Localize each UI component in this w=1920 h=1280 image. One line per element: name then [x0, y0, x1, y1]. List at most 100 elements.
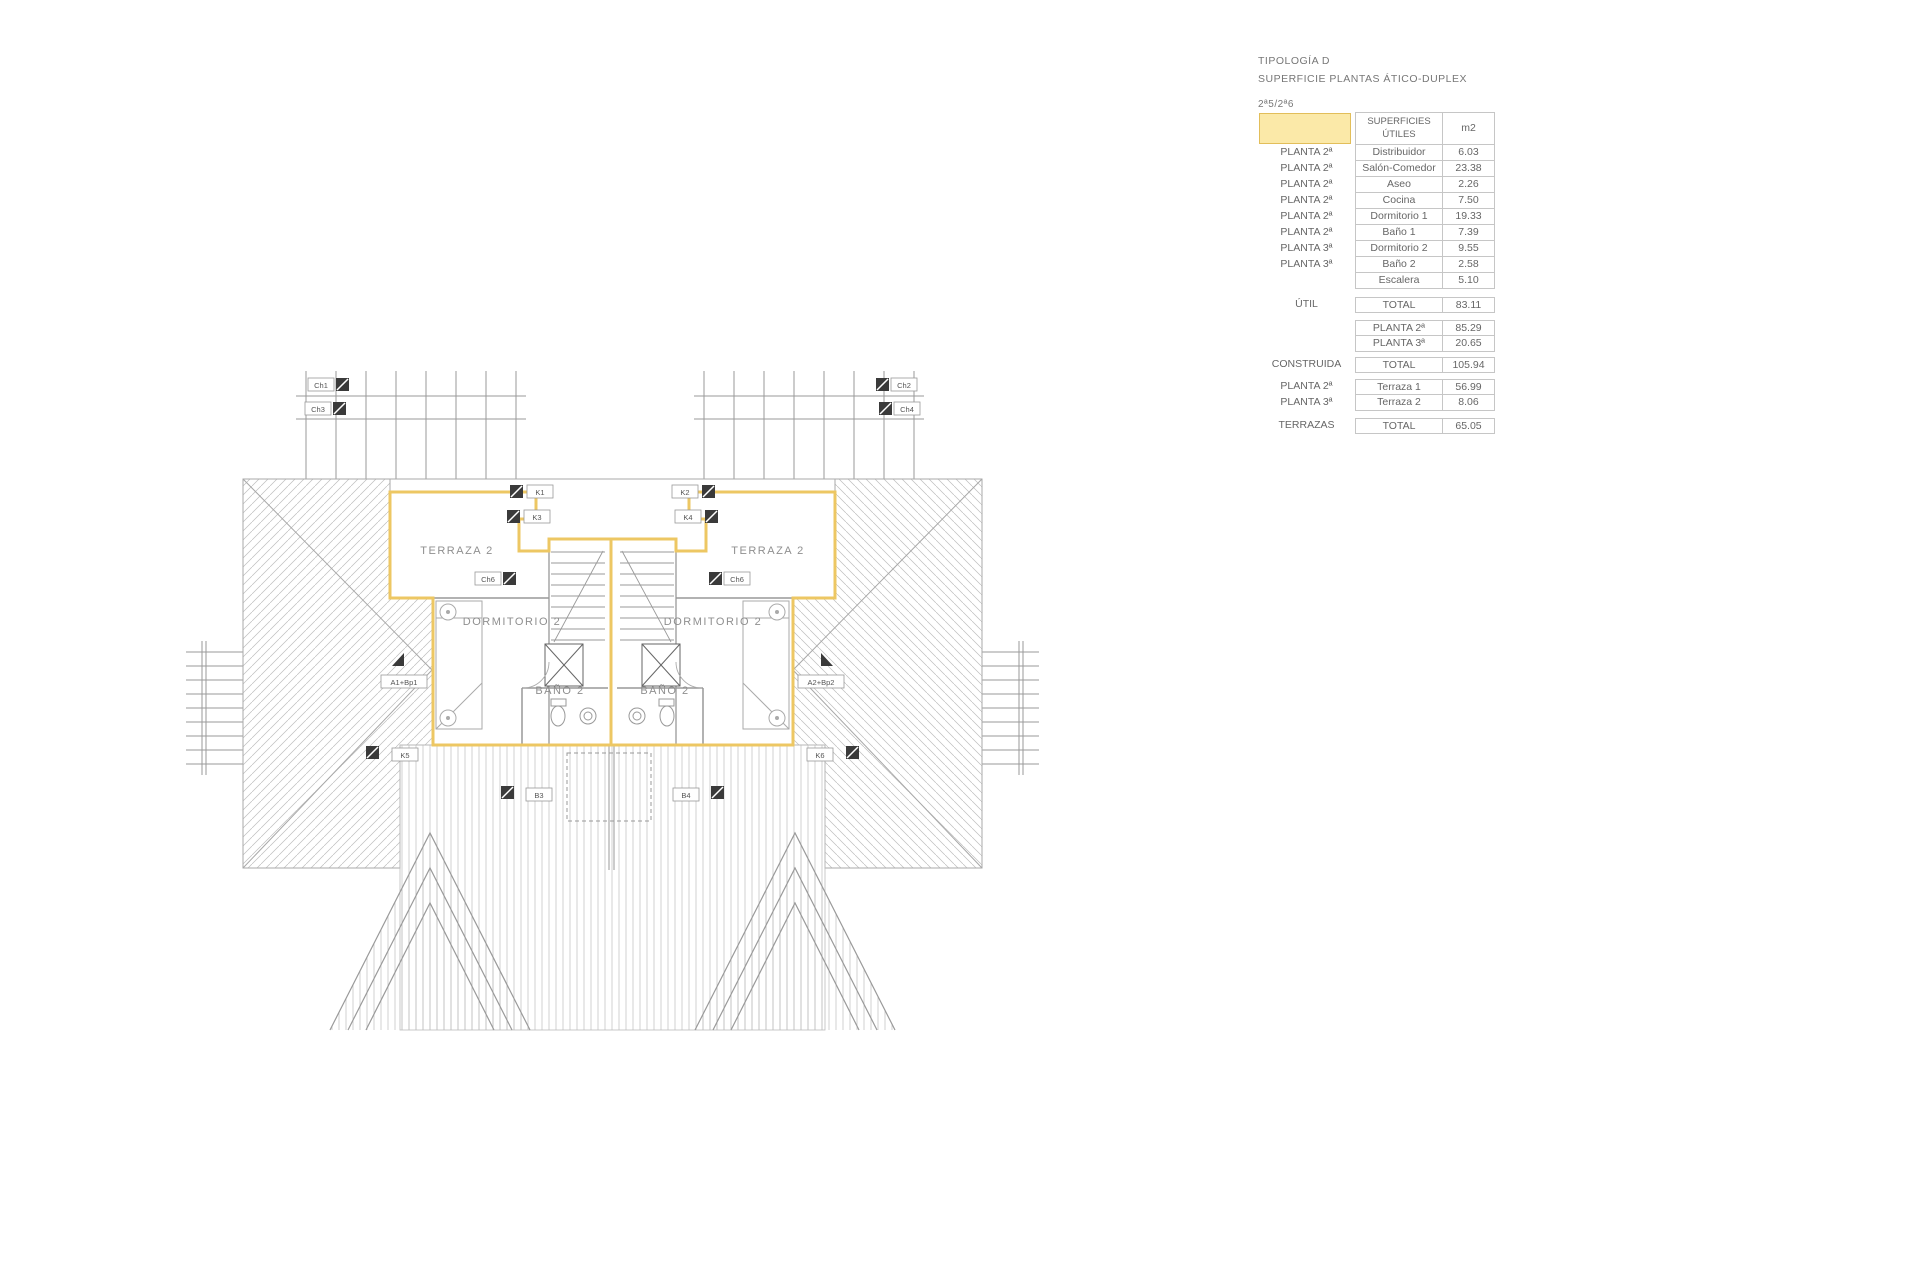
row-floor: [1258, 336, 1355, 352]
tag-boxes: Ch1 Ch3 Ch2 Ch4 K1 K3 K2 K4 Ch6 Ch6 A1+B…: [304, 377, 921, 802]
row-floor: PLANTA 2ª: [1280, 178, 1333, 190]
row-floor: PLANTA 3ª: [1280, 396, 1333, 408]
typology-title: TIPOLOGÍA D: [1258, 55, 1331, 67]
bed-left: [435, 600, 483, 730]
row-floor: PLANTA 3ª: [1280, 242, 1333, 254]
row-floor: PLANTA 3ª: [1280, 258, 1333, 270]
tag-a1: A1+Bp1: [380, 674, 428, 689]
row-room: Aseo: [1355, 176, 1443, 193]
window-icon: [503, 572, 516, 585]
tag-k2: K2: [671, 484, 699, 499]
tag-label: Ch6: [481, 575, 495, 584]
row-room: Cocina: [1355, 192, 1443, 209]
tag-ch4: Ch4: [893, 401, 921, 416]
window-icon: [846, 746, 859, 759]
title-block: TIPOLOGÍA D SUPERFICIE PLANTAS ÁTICO-DUP…: [1258, 55, 1467, 110]
header-superficies-line1: SUPERFICIES: [1367, 116, 1431, 127]
row-floor: PLANTA 2ª: [1280, 380, 1333, 392]
tag-ch1: Ch1: [307, 377, 335, 392]
row-room: Escalera: [1355, 272, 1443, 289]
tag-label: Ch1: [314, 381, 328, 390]
unit-numbers: 2ª5/2ª6: [1258, 99, 1294, 110]
row-area: 85.29: [1442, 320, 1495, 336]
row-floor: PLANTA 2ª: [1280, 226, 1333, 238]
room-label-bano-right: BAÑO 2: [640, 684, 689, 697]
shaft-left: [544, 643, 584, 687]
row-area: 6.03: [1442, 144, 1495, 161]
tag-b3: B3: [525, 787, 553, 802]
window-icon: [333, 402, 346, 415]
roof-window-icon: [392, 653, 404, 666]
row-area: 65.05: [1442, 418, 1495, 434]
tag-label: A1+Bp1: [391, 678, 418, 687]
pergola-lines: [296, 371, 924, 479]
gable-right: [694, 831, 896, 1031]
tag-label: K5: [400, 751, 409, 760]
row-area: 7.50: [1442, 192, 1495, 209]
row-area: 9.55: [1442, 240, 1495, 257]
row-room: TOTAL: [1355, 418, 1443, 434]
window-icon: [876, 378, 889, 391]
tag-label: K2: [680, 488, 689, 497]
row-floor: [1258, 320, 1355, 336]
row-floor: CONSTRUIDA: [1271, 358, 1342, 370]
tag-k3: K3: [523, 509, 551, 524]
row-room: Dormitorio 1: [1355, 208, 1443, 225]
row-room: Baño 2: [1355, 256, 1443, 273]
bed-right: [742, 600, 790, 730]
bath-right-fixtures: [628, 698, 675, 727]
header-swatch-cell: [1258, 112, 1355, 145]
tag-label: Ch3: [311, 405, 325, 414]
row-area: 8.06: [1442, 394, 1495, 411]
row-area: 105.94: [1442, 357, 1495, 373]
row-area: 5.10: [1442, 272, 1495, 289]
row-area: 19.33: [1442, 208, 1495, 225]
row-room: TOTAL: [1355, 357, 1443, 373]
row-floor: PLANTA 2ª: [1280, 210, 1333, 222]
bath-left-fixtures: [550, 698, 597, 727]
beams-right: [982, 641, 1039, 775]
row-floor: TERRAZAS: [1278, 419, 1335, 431]
tag-label: K4: [683, 513, 692, 522]
tag-label: K1: [535, 488, 544, 497]
surface-title: SUPERFICIE PLANTAS ÁTICO-DUPLEX: [1258, 73, 1468, 85]
floor-plan: Ch1 Ch3 Ch2 Ch4 K1 K3 K2 K4 Ch6 Ch6 A1+B…: [186, 371, 1039, 1031]
row-floor: ÚTIL: [1295, 298, 1318, 310]
room-label-bano-left: BAÑO 2: [535, 684, 584, 697]
tag-k6: K6: [806, 747, 834, 762]
window-icon: [711, 786, 724, 799]
row-room: Baño 1: [1355, 224, 1443, 241]
tag-ch3: Ch3: [304, 401, 332, 416]
row-room: PLANTA 2ª: [1355, 320, 1443, 336]
tag-ch6-left: Ch6: [474, 571, 502, 586]
row-room: Salón-Comedor: [1355, 160, 1443, 177]
tag-label: Ch6: [730, 575, 744, 584]
tag-label: K3: [532, 513, 541, 522]
tag-label: B3: [534, 791, 543, 800]
window-icon: [507, 510, 520, 523]
window-icon: [501, 786, 514, 799]
row-area: 23.38: [1442, 160, 1495, 177]
tag-label: Ch2: [897, 381, 911, 390]
room-label-terraza-left: TERRAZA 2: [420, 545, 493, 557]
window-icons: [333, 378, 892, 799]
tag-a2: A2+Bp2: [797, 674, 845, 689]
row-room: Terraza 2: [1355, 394, 1443, 411]
tag-label: K6: [815, 751, 824, 760]
row-room: PLANTA 3ª: [1355, 335, 1443, 352]
